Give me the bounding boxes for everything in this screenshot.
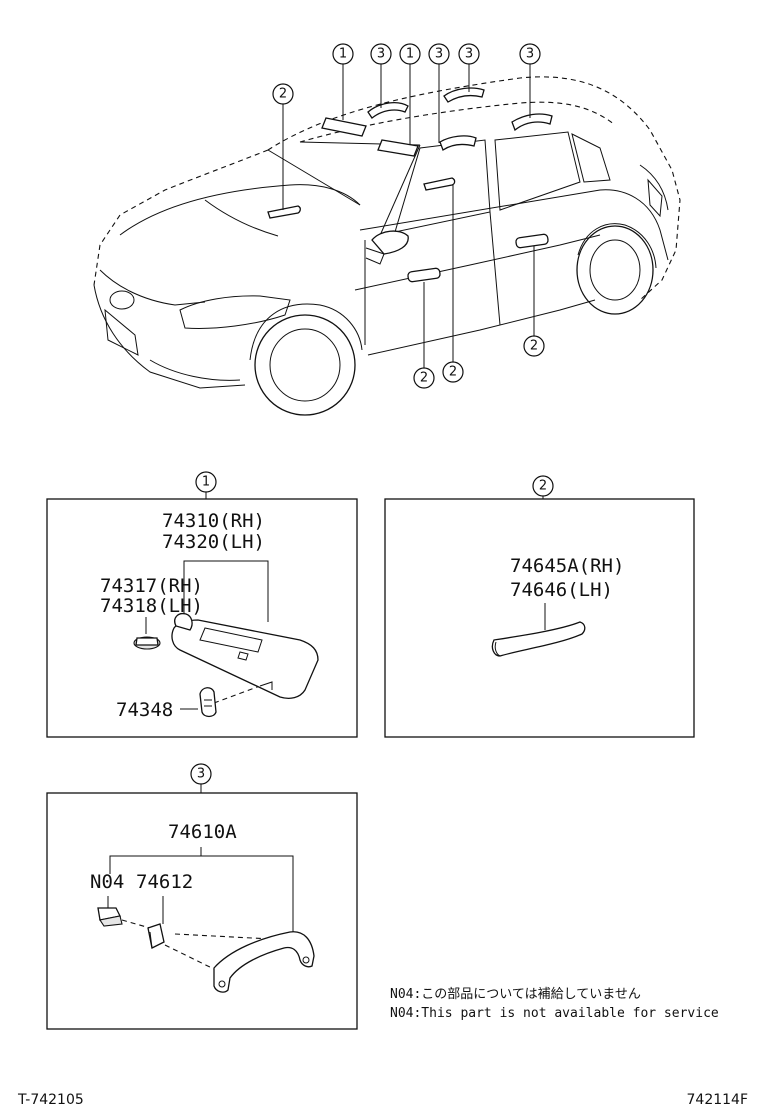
roof-grip-1 bbox=[367, 101, 409, 119]
part-74645a: 74645A(RH) bbox=[510, 555, 624, 577]
callout-assist-grip-1: 3 bbox=[370, 43, 392, 65]
part-74646: 74646(LH) bbox=[510, 579, 613, 601]
svg-text:3: 3 bbox=[465, 47, 473, 62]
svg-text:3: 3 bbox=[377, 47, 385, 62]
svg-text:2: 2 bbox=[420, 371, 428, 386]
callout-sun-visor-1: 1 bbox=[332, 43, 354, 65]
svg-text:1: 1 bbox=[339, 47, 347, 62]
visor-holder bbox=[133, 636, 161, 650]
part-n04: N04 bbox=[90, 871, 124, 893]
pull-handle-frame bbox=[384, 498, 695, 738]
assist-grip bbox=[213, 931, 315, 993]
callout-pull-handle-2: 2 bbox=[413, 367, 435, 389]
callout-sun-visor-2: 1 bbox=[399, 43, 421, 65]
svg-text:2: 2 bbox=[530, 339, 538, 354]
assist-grip-box-number: 3 bbox=[197, 767, 205, 782]
pull-handle-rear bbox=[423, 177, 456, 191]
callout-assist-grip-4: 3 bbox=[519, 43, 541, 65]
callout-pull-handle-3: 2 bbox=[442, 361, 464, 383]
pull-handle-box-number: 2 bbox=[539, 479, 547, 494]
roof-visor-right bbox=[377, 139, 419, 157]
part-74348: 74348 bbox=[116, 699, 173, 721]
car-callouts: 1 3 1 3 3 3 2 2 2 2 bbox=[272, 43, 545, 389]
pull-handle-box: 2 74645A(RH) 74646(LH) bbox=[384, 475, 695, 738]
roof-grip-3 bbox=[511, 113, 553, 132]
sun-visor bbox=[171, 612, 319, 699]
callout-assist-grip-3: 3 bbox=[458, 43, 480, 65]
part-74320: 74320(LH) bbox=[162, 531, 265, 553]
note-english: N04:This part is not available for servi… bbox=[390, 1006, 719, 1021]
pull-handle-front bbox=[267, 205, 301, 219]
callout-pull-handle-4: 2 bbox=[523, 335, 545, 357]
drawing-ref-right: 742114F bbox=[687, 1092, 749, 1108]
part-74318: 74318(LH) bbox=[100, 595, 203, 617]
callout-pull-handle-1: 2 bbox=[272, 83, 294, 105]
svg-text:1: 1 bbox=[406, 47, 414, 62]
car-illustration bbox=[93, 76, 681, 416]
roof-visor-left bbox=[321, 117, 367, 137]
sun-visor-box-number: 1 bbox=[202, 475, 210, 490]
pull-handle bbox=[491, 621, 586, 657]
part-74310: 74310(RH) bbox=[162, 510, 265, 532]
part-74317: 74317(RH) bbox=[100, 575, 203, 597]
svg-text:2: 2 bbox=[449, 365, 457, 380]
grip-clip-n04 bbox=[97, 907, 123, 927]
grip-cap bbox=[147, 923, 165, 949]
drawing-ref-left: T-742105 bbox=[17, 1092, 84, 1108]
roof-grip-2 bbox=[443, 87, 485, 103]
sun-visor-box: 1 74310(RH) 74320(LH) 74317(RH) 74318(LH… bbox=[46, 471, 358, 738]
leader-lines bbox=[282, 64, 535, 368]
svg-text:2: 2 bbox=[279, 87, 287, 102]
callout-assist-grip-2: 3 bbox=[428, 43, 450, 65]
note-japanese: N04:この部品については補給していません bbox=[390, 987, 641, 1002]
svg-text:3: 3 bbox=[435, 47, 443, 62]
part-74612: 74612 bbox=[136, 871, 193, 893]
visor-clip bbox=[199, 687, 217, 718]
assist-grip-box: 3 74610A N04 74612 bbox=[46, 763, 358, 1030]
svg-text:3: 3 bbox=[526, 47, 534, 62]
roof-grip-4 bbox=[439, 135, 477, 151]
part-74610a: 74610A bbox=[168, 821, 237, 843]
